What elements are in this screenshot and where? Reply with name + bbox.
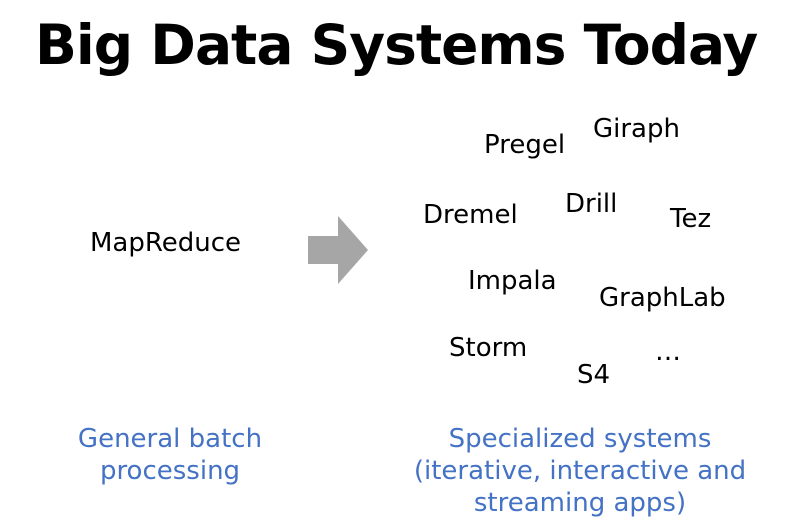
system-giraph: Giraph (593, 114, 680, 144)
caption-general-batch-line-1: General batch (77, 424, 263, 454)
system-impala: Impala (468, 266, 557, 296)
system-pregel: Pregel (484, 130, 566, 160)
system-drill: Drill (565, 189, 618, 219)
system-s4: S4 (577, 360, 611, 390)
caption-general-batch: General batch processing (50, 423, 290, 487)
system-storm: Storm (449, 333, 528, 363)
system-mapreduce: MapReduce (90, 228, 242, 258)
system-dremel: Dremel (423, 200, 518, 230)
slide-title: Big Data Systems Today (35, 13, 758, 77)
caption-specialized-line-2: (iterative, interactive and (413, 456, 747, 486)
caption-specialized-line-1: Specialized systems (448, 424, 712, 454)
right-arrow-icon (308, 216, 368, 284)
system-ellipsis: … (655, 337, 681, 367)
system-tez: Tez (670, 204, 712, 234)
caption-specialized-line-3: streaming apps) (473, 488, 687, 518)
caption-specialized-systems: Specialized systems (iterative, interact… (410, 423, 750, 519)
caption-general-batch-line-2: processing (99, 456, 241, 486)
system-graphlab: GraphLab (599, 283, 726, 313)
